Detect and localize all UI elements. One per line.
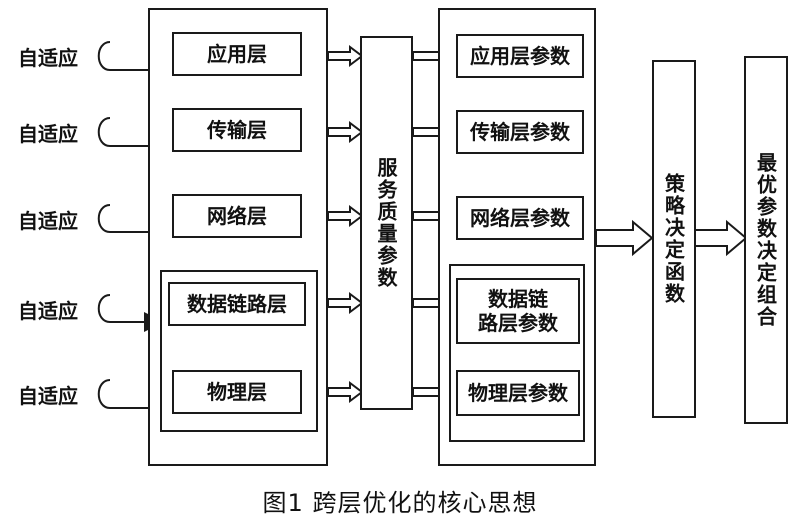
- adaptive-loop-3: [97, 204, 174, 242]
- param-application: 应用层参数: [456, 34, 584, 78]
- adaptive-loop-1: [97, 41, 174, 80]
- adaptive-loop-2: [97, 117, 174, 156]
- param-network: 网络层参数: [456, 196, 584, 240]
- layer-data-link: 数据链路层: [168, 282, 306, 326]
- layer-application: 应用层: [172, 32, 302, 76]
- adaptive-label: 自适应: [18, 122, 78, 146]
- layer-network: 网络层: [172, 194, 302, 238]
- layer-physical: 物理层: [172, 370, 302, 414]
- adaptive-label: 自适应: [18, 384, 78, 408]
- arrows-layer-to-qos: [327, 45, 364, 403]
- qos-parameters-label: 服务质量参数: [374, 157, 398, 289]
- param-physical: 物理层参数: [456, 370, 580, 416]
- arrows-to-decision: [595, 219, 748, 257]
- qos-parameters-box: 服务质量参数: [360, 36, 413, 410]
- adaptive-loop-4: [97, 294, 164, 332]
- adaptive-label: 自适应: [18, 46, 78, 70]
- adaptive-label: 自适应: [18, 299, 78, 323]
- optimal-combination-label: 最优参数决定组合: [753, 152, 778, 328]
- strategy-decision-box: 策略决定函数: [652, 60, 696, 418]
- adaptive-label: 自适应: [18, 209, 78, 233]
- figure-caption: 图1 跨层优化的核心思想: [262, 489, 538, 517]
- adaptive-loop-5: [97, 379, 169, 418]
- strategy-decision-label: 策略决定函数: [661, 173, 686, 305]
- param-transport: 传输层参数: [456, 110, 584, 154]
- optimal-combination-box: 最优参数决定组合: [744, 56, 788, 424]
- param-data-link: 数据链 路层参数: [456, 278, 580, 344]
- layer-transport: 传输层: [172, 108, 302, 152]
